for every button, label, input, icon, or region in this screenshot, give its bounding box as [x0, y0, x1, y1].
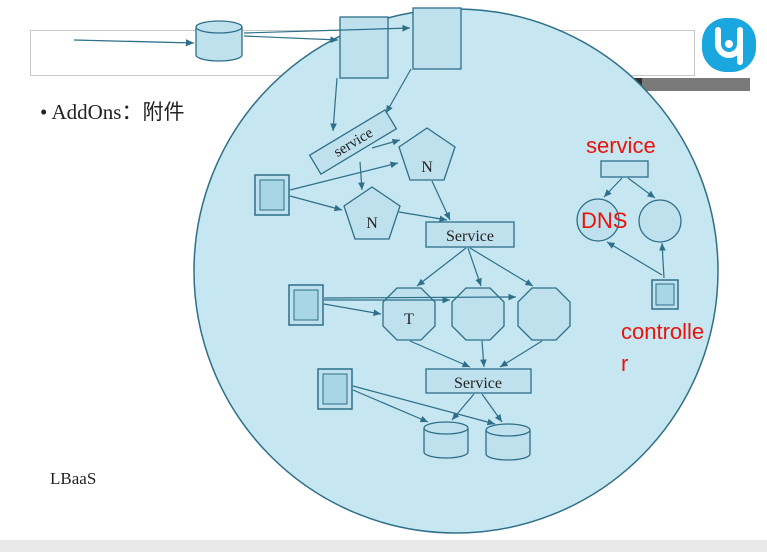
octagon-node-right	[517, 287, 571, 341]
controller-node	[651, 279, 679, 310]
arrow-cyl-box-right	[243, 24, 411, 34]
arrow-octagon-right-service	[499, 340, 543, 368]
bottom-strip	[0, 540, 767, 552]
arrow-dns-service-left	[603, 177, 623, 198]
arrow-cyl-box-left	[243, 35, 339, 44]
annotation-service: service	[586, 133, 656, 158]
arrow-vm1-pentagon-upper	[289, 161, 399, 191]
arrow-service-pentagon-lower	[358, 161, 365, 191]
arrow-vm1-pentagon-lower	[289, 195, 343, 212]
dns-circle-right	[638, 199, 682, 243]
service-box-top	[425, 221, 515, 248]
addons-bullet: • AddOns：附件	[40, 96, 184, 126]
dns-service-box	[600, 160, 649, 178]
arrow-service-db-left	[451, 393, 475, 421]
vm-node-2	[288, 284, 324, 326]
octagon-node-t	[382, 287, 436, 341]
arrow-controller-dns-right	[659, 242, 666, 279]
arrow-boxleft-service	[330, 77, 338, 132]
arrow-boxright-service	[385, 68, 412, 114]
brand-logo-icon	[702, 18, 756, 72]
arrow-service-db-right	[481, 393, 503, 423]
annotation-controller-line2: r	[621, 351, 628, 376]
bullet-symbol: •	[40, 100, 48, 124]
arrow-service-octagon-right	[469, 247, 534, 287]
pentagon-node-upper	[398, 127, 456, 181]
db-cylinder-left	[423, 421, 469, 459]
n-label-upper: N	[421, 159, 433, 176]
service-box-bottom-label: Service	[454, 375, 502, 392]
arrow-dns-service-right	[627, 177, 656, 199]
lbaas-label: LBaaS	[50, 469, 97, 488]
pentagon-node-lower	[343, 186, 401, 240]
vm-node-3	[317, 368, 353, 410]
arrow-service-octagon-middle	[467, 247, 482, 287]
arrow-service-octagon-t	[416, 247, 467, 287]
dns-circle-left	[576, 198, 620, 242]
service-box-top-label: Service	[446, 228, 494, 245]
n-label-lower: N	[366, 215, 378, 232]
annotation-controller-line1: controlle	[621, 319, 704, 344]
arrow-octagon-middle-service	[480, 340, 487, 368]
arrow-service-pentagon-upper	[371, 138, 401, 149]
vm-node-1	[254, 174, 290, 216]
arrow-vm2-octagon-t	[323, 303, 382, 317]
arrow-pentagon-lower-service	[398, 211, 448, 223]
arrow-to-cylinder	[73, 39, 195, 47]
arrow-vm3-db-left	[352, 389, 429, 423]
annotation-dns: DNS	[581, 208, 627, 233]
db-cylinder-right	[485, 423, 531, 461]
arrow-controller-dns-left	[606, 241, 663, 276]
arrow-vm2-octagon-right	[323, 293, 517, 301]
service-box-bottom	[425, 368, 532, 394]
octagon-node-middle	[451, 287, 505, 341]
top-box-left	[339, 16, 389, 79]
addons-text: AddOns：附件	[51, 100, 185, 124]
top-box-right	[412, 7, 462, 70]
arrow-vm3-db-right	[352, 385, 496, 426]
t-label: T	[404, 311, 414, 328]
top-cylinder	[195, 20, 243, 62]
arrow-octagon-t-service	[409, 340, 471, 368]
arrow-pentagon-upper-service	[431, 180, 451, 221]
